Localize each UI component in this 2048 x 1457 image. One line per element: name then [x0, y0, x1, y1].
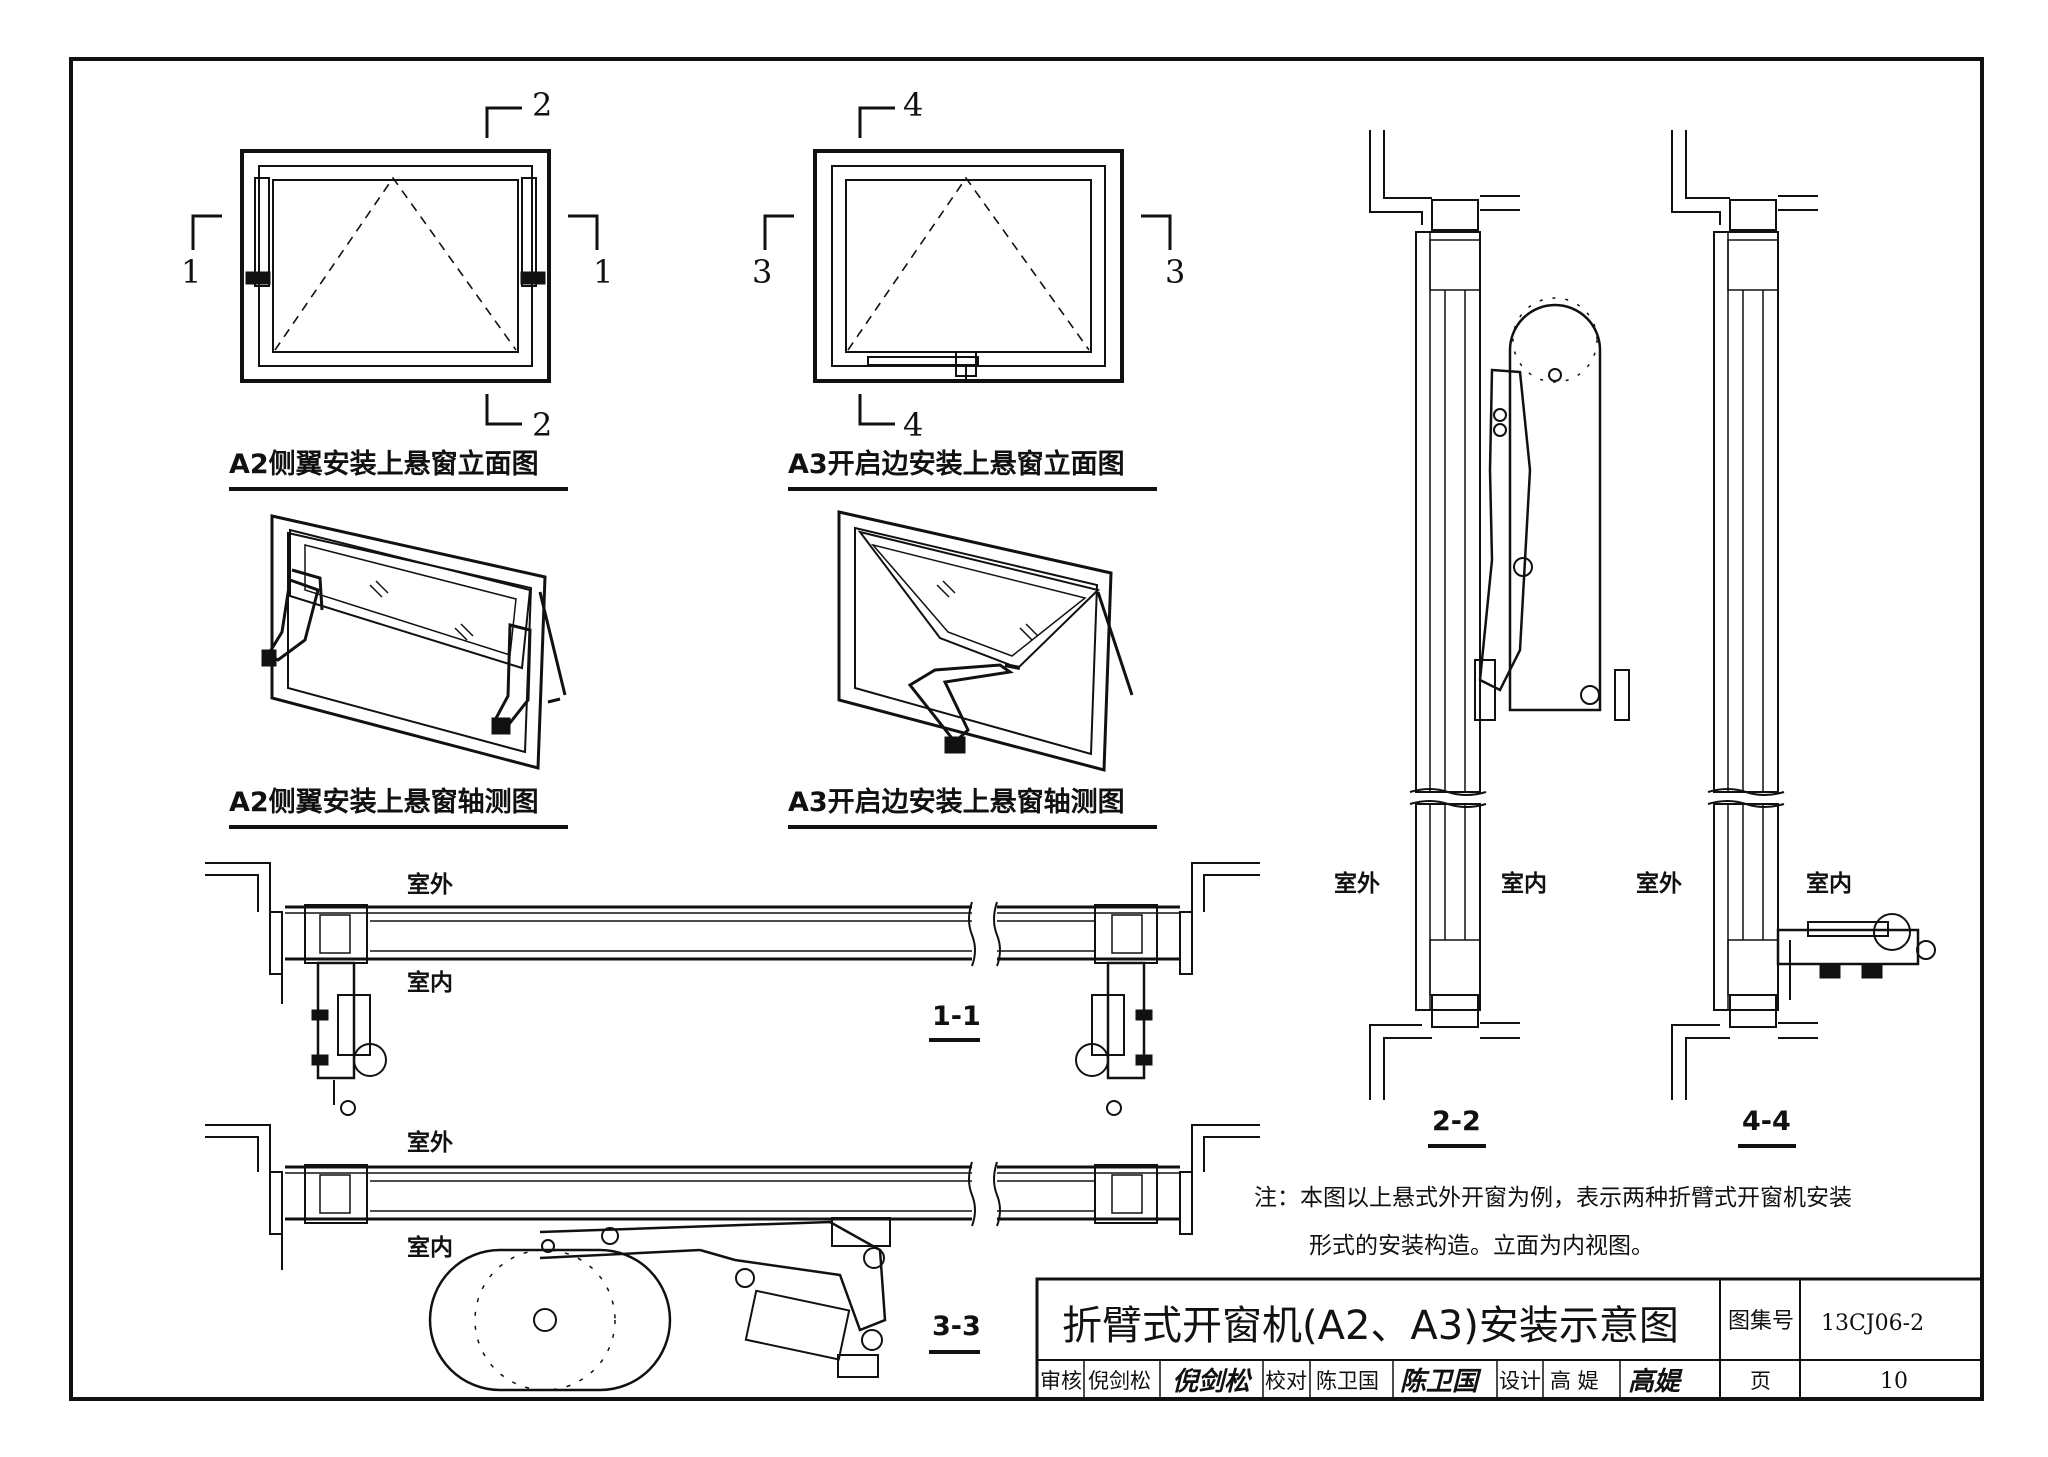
review-label: 审核	[1040, 1369, 1082, 1393]
reviewer-name: 倪剑松	[1088, 1369, 1151, 1393]
section-mark-3-right: 3	[1165, 253, 1185, 291]
a3-axonometric-drawing	[837, 510, 1134, 772]
atlas-no-label: 图集号	[1728, 1309, 1794, 1334]
section-mark-4-bottom: 4	[903, 406, 923, 444]
a2-elevation-drawing	[191, 106, 599, 426]
section-3-3-outdoor-label: 室外	[407, 1129, 453, 1156]
section-1-1-title: 1-1	[932, 1001, 981, 1032]
section-2-2-title: 2-2	[1432, 1106, 1481, 1137]
a2-axonometric-title: A2侧翼安装上悬窗轴测图	[229, 786, 539, 818]
section-4-4-drawing	[1671, 130, 1936, 1100]
section-mark-4-top: 4	[903, 86, 923, 124]
a2-elevation-title: A2侧翼安装上悬窗立面图	[229, 448, 539, 480]
section-4-4-outdoor-label: 室外	[1636, 870, 1682, 897]
title-block	[1035, 1277, 1984, 1401]
section-3-3-drawing	[205, 1124, 1260, 1392]
checker-signature: 陈卫国	[1400, 1367, 1482, 1397]
a3-elevation-drawing	[763, 106, 1172, 426]
section-1-1-outdoor-label: 室外	[407, 871, 453, 898]
section-3-3-title: 3-3	[932, 1311, 981, 1342]
section-mark-2-bottom: 2	[532, 406, 552, 444]
page-label: 页	[1750, 1369, 1771, 1393]
checker-name: 陈卫国	[1316, 1369, 1379, 1393]
section-2-2-indoor-label: 室内	[1501, 870, 1547, 897]
designer-name: 高 媞	[1550, 1369, 1599, 1393]
section-4-4-title: 4-4	[1742, 1106, 1791, 1137]
section-1-1-drawing	[205, 862, 1260, 1116]
check-label: 校对	[1265, 1369, 1307, 1393]
section-mark-1-right: 1	[593, 253, 613, 291]
a2-axonometric-drawing	[261, 514, 567, 770]
section-3-3-indoor-label: 室内	[407, 1234, 453, 1261]
page-number: 10	[1880, 1369, 1908, 1394]
sheet-border	[69, 57, 1984, 1401]
reviewer-signature: 倪剑松	[1172, 1367, 1253, 1397]
section-2-2-outdoor-label: 室外	[1334, 870, 1380, 897]
a3-axonometric-title: A3开启边安装上悬窗轴测图	[788, 786, 1125, 818]
atlas-no: 13CJ06-2	[1821, 1311, 1924, 1336]
a3-elevation-title: A3开启边安装上悬窗立面图	[788, 448, 1125, 480]
section-4-4-indoor-label: 室内	[1806, 870, 1852, 897]
section-mark-2-top: 2	[532, 86, 552, 124]
note-line-1: 注：本图以上悬式外开窗为例，表示两种折臂式开窗机安装	[1254, 1185, 1852, 1211]
note-line-2: 形式的安装构造。立面为内视图。	[1309, 1233, 1654, 1259]
section-mark-1-left: 1	[181, 253, 201, 291]
drawing-title: 折臂式开窗机(A2、A3)安装示意图	[1062, 1303, 1679, 1349]
designer-signature: 高媞	[1628, 1367, 1683, 1397]
design-label: 设计	[1499, 1369, 1541, 1393]
section-mark-3-left: 3	[752, 253, 772, 291]
section-2-2-drawing	[1369, 130, 1630, 1100]
section-1-1-indoor-label: 室内	[407, 969, 453, 996]
